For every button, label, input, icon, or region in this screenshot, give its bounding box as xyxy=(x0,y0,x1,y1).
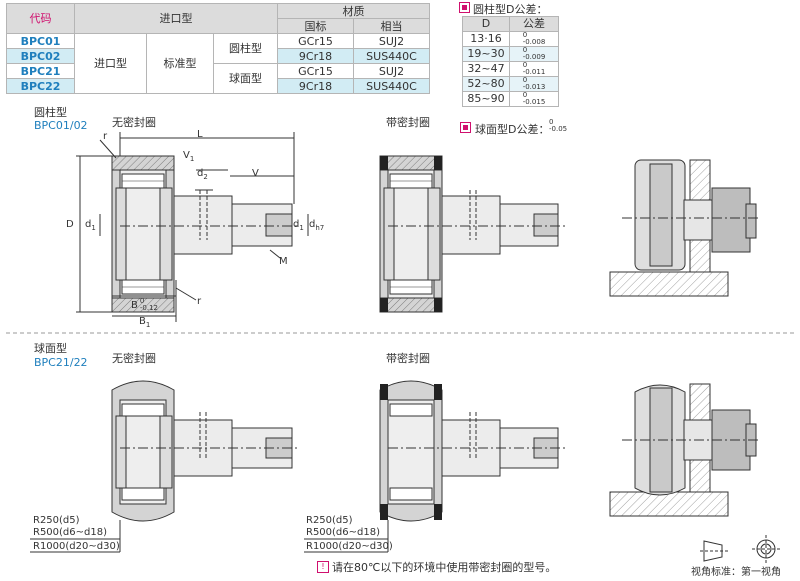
header-code: 代码 xyxy=(6,3,75,34)
section1-codes: BPC01/02 xyxy=(34,119,88,132)
radius-label: R250(d5) xyxy=(306,515,353,526)
tol-value: 0-0.015 xyxy=(522,91,546,106)
equiv-cell: SUS440C xyxy=(353,78,431,94)
gb-cell: 9Cr18 xyxy=(277,78,355,94)
spec-table: 代码 进口型 材质 国标 相当 BPC01 进口型 标准型 圆柱型 GCr15 … xyxy=(6,3,431,94)
tol-d: 85~90 xyxy=(462,91,510,107)
cyl-seal-drawing xyxy=(379,155,566,313)
marker-icon xyxy=(459,2,470,13)
tol-header-tol: 公差 xyxy=(509,16,559,32)
header-gb: 国标 xyxy=(277,18,355,34)
dim-d2: d2 xyxy=(197,168,208,181)
section2-no-seal: 无密封圈 xyxy=(112,352,156,365)
tol-value: 0-0.011 xyxy=(522,61,546,76)
radius-label: R1000(d20~d30) xyxy=(33,541,120,552)
section2-title: 球面型 xyxy=(34,342,67,355)
dim-M: M xyxy=(279,256,288,267)
dim-d1-right: d1 xyxy=(293,219,304,232)
sph-installed-drawing xyxy=(609,383,760,517)
code-cell: BPC02 xyxy=(6,48,75,64)
header-equiv: 相当 xyxy=(353,18,431,34)
dim-B1: B1 xyxy=(139,316,151,329)
section2-with-seal: 带密封圈 xyxy=(386,352,430,365)
tolerance-title: 圆柱型D公差： xyxy=(473,3,548,16)
projection-standard: 视角标准：第一视角 xyxy=(691,567,781,578)
tol-d: 32~47 xyxy=(462,61,510,77)
tol-value: 0-0.013 xyxy=(522,76,546,91)
sph-no-seal-drawing xyxy=(30,380,298,553)
gb-cell: GCr15 xyxy=(277,63,355,79)
dim-L: L xyxy=(197,129,203,140)
radius-label: R500(d6~d18) xyxy=(33,527,107,538)
sphere-tolerance-note: 球面型D公差： xyxy=(475,123,550,136)
code-cell: BPC22 xyxy=(6,78,75,94)
warning-icon: ! xyxy=(317,561,329,573)
footnote: 请在80℃以下的环境中使用带密封圈的型号。 xyxy=(332,561,557,574)
dim-r-top: r xyxy=(103,131,108,142)
section2-codes: BPC21/22 xyxy=(34,356,88,369)
standard-type-cell: 标准型 xyxy=(146,33,214,94)
cylindrical-cell: 圆柱型 xyxy=(212,33,279,64)
sphere-tolerance-value: 0-0.05 xyxy=(549,118,568,133)
radius-label: R250(d5) xyxy=(33,515,80,526)
tol-value: 0-0.009 xyxy=(522,46,546,61)
marker-icon xyxy=(460,122,471,133)
radius-label: R1000(d20~d30) xyxy=(306,541,393,552)
first-angle-projection-icon xyxy=(700,535,780,563)
tol-d: 19~30 xyxy=(462,46,510,62)
dim-dh7: dh7 xyxy=(309,219,325,232)
dim-V: V xyxy=(252,168,259,179)
dim-d1: d1 xyxy=(85,219,96,232)
dim-V1: V1 xyxy=(183,150,195,163)
radius-label: R500(d6~d18) xyxy=(306,527,380,538)
cyl-installed-drawing xyxy=(609,159,760,297)
sph-seal-drawing xyxy=(304,380,566,553)
tol-header-d: D xyxy=(462,16,510,32)
dim-D: D xyxy=(66,219,74,230)
tol-d: 13·16 xyxy=(462,31,510,47)
spherical-cell: 球面型 xyxy=(212,63,279,94)
tolerance-table: D 公差 13·16 0-0.008 19~30 0-0.009 32~47 0… xyxy=(462,16,559,107)
import-type-cell: 进口型 xyxy=(74,33,147,94)
dim-r-bottom: r xyxy=(197,296,202,307)
tol-value: 0-0.008 xyxy=(522,31,546,46)
section1-with-seal: 带密封圈 xyxy=(386,116,430,129)
section1-no-seal: 无密封圈 xyxy=(112,116,156,129)
section1-title: 圆柱型 xyxy=(34,106,67,119)
cyl-no-seal-drawing xyxy=(76,132,309,322)
